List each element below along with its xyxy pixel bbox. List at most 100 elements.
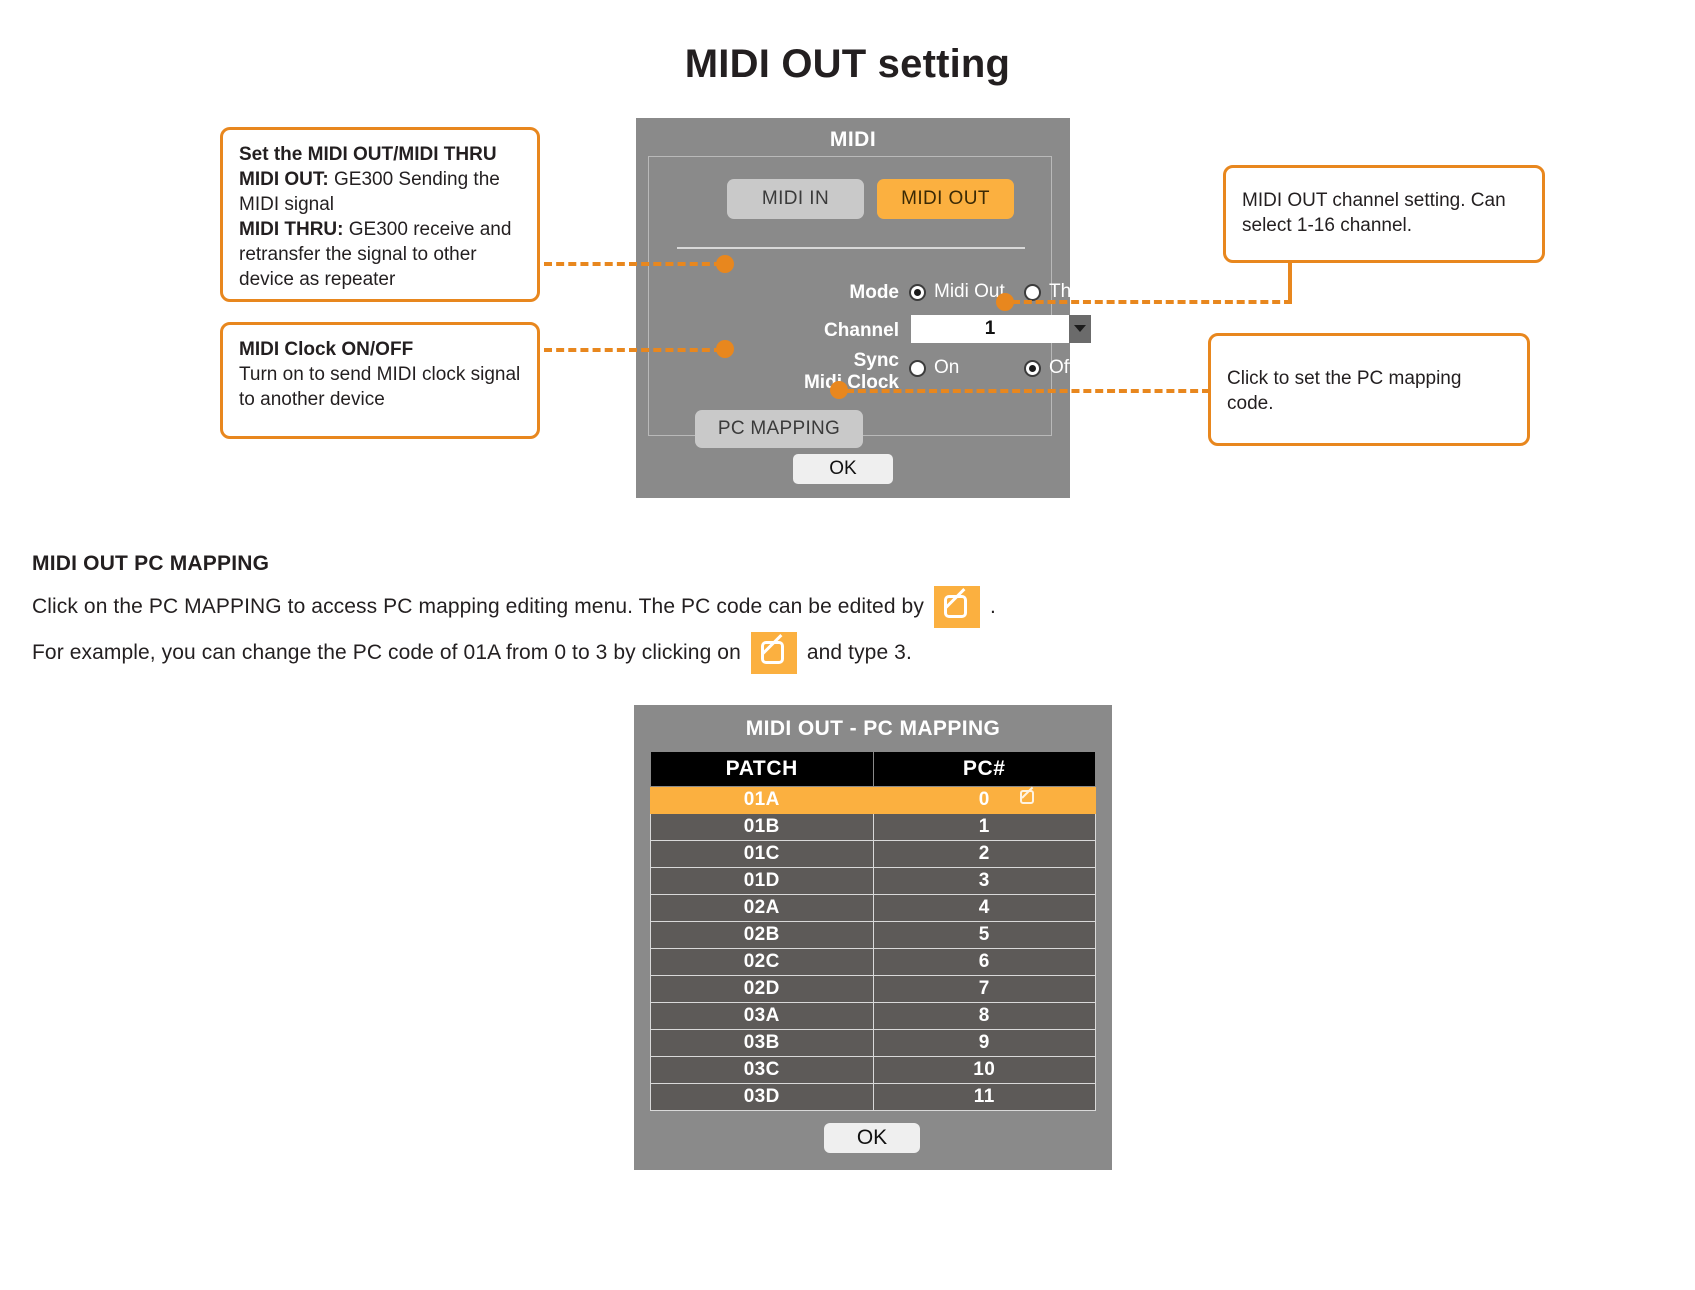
section-line-1-after: . (989, 595, 996, 618)
radio-sync-off[interactable]: Off (1024, 357, 1074, 379)
midi-dialog-ok-button[interactable]: OK (793, 454, 893, 484)
cell-patch: 01A (650, 786, 874, 814)
radio-dot-off-icon (1024, 359, 1041, 377)
cell-patch: 02D (650, 975, 874, 1003)
radio-dot-on-icon (909, 359, 926, 377)
connector-line-midi-clock (544, 348, 722, 352)
mode-label: Mode (849, 282, 899, 303)
cell-pc: 8 (872, 1002, 1096, 1030)
section-heading: MIDI OUT PC MAPPING (32, 552, 270, 575)
tab-midi-out[interactable]: MIDI OUT (877, 179, 1014, 219)
callout-mode-line1-bold: MIDI OUT: (239, 169, 329, 190)
section-line-2-after: and type 3. (806, 641, 912, 664)
channel-label: Channel (824, 320, 899, 341)
channel-value-field[interactable]: 1 (911, 315, 1069, 343)
radio-dot-midi-out-icon (909, 283, 926, 301)
midi-dialog-inner-panel: MIDI IN MIDI OUT Mode Midi Out Thru Chan… (648, 156, 1091, 448)
cell-patch: 03B (650, 1029, 874, 1057)
cell-pc: 4 (872, 894, 1096, 922)
cell-pc: 0 (872, 786, 1096, 814)
connector-dot-pc-mapping (830, 381, 848, 399)
sync-midi-clock-label: Sync Midi Clock (779, 350, 899, 394)
sync-label-line2: Midi Clock (803, 372, 899, 393)
connector-dot-mode (716, 255, 734, 273)
cell-pc: 2 (872, 840, 1096, 868)
callout-midi-clock: MIDI Clock ON/OFF Turn on to send MIDI c… (220, 322, 540, 439)
callout-mode-heading: Set the MIDI OUT/MIDI THRU (239, 144, 497, 165)
edit-pencil-icon (933, 586, 980, 628)
section-line-1-before: Click on the PC MAPPING to access PC map… (32, 595, 924, 618)
table-header-row: PATCH PC# (650, 751, 1096, 787)
connector-dot-channel (996, 293, 1014, 311)
cell-pc: 11 (872, 1083, 1096, 1111)
midi-tab-row: MIDI IN MIDI OUT (649, 179, 1053, 219)
radio-dot-thru-icon (1024, 283, 1041, 301)
radio-sync-on[interactable]: On (909, 357, 959, 379)
connector-stub-channel (1288, 262, 1292, 304)
channel-dropdown-arrow-icon[interactable] (1069, 315, 1091, 343)
cell-pc: 6 (872, 948, 1096, 976)
panel-divider (677, 247, 1025, 249)
callout-midi-clock-heading: MIDI Clock ON/OFF (239, 339, 414, 360)
connector-dot-midi-clock (716, 340, 734, 358)
section-line-2: For example, you can change the PC code … (32, 632, 912, 674)
cell-pc: 5 (872, 921, 1096, 949)
cell-patch: 03C (650, 1056, 874, 1084)
column-header-pc: PC# (872, 751, 1096, 787)
callout-mode-line1-text: GE300 Sending the MIDI signal (239, 169, 500, 215)
section-line-2-before: For example, you can change the PC code … (32, 641, 741, 664)
cell-patch: 02C (650, 948, 874, 976)
cell-pc: 3 (872, 867, 1096, 895)
callout-mode-line2-text: GE300 receive and retransfer the signal … (239, 219, 512, 290)
cell-patch: 01D (650, 867, 874, 895)
callout-midi-clock-body: Turn on to send MIDI clock signal to ano… (239, 364, 521, 410)
cell-patch: 01C (650, 840, 874, 868)
sync-label-line1: Sync (853, 350, 899, 371)
pc-mapping-dialog-title: MIDI OUT - PC MAPPING (745, 717, 1001, 740)
midi-dialog-title: MIDI (829, 128, 877, 151)
tab-midi-in[interactable]: MIDI IN (727, 179, 864, 219)
callout-channel: MIDI OUT channel setting. Can select 1-1… (1223, 165, 1545, 263)
callout-channel-body: MIDI OUT channel setting. Can select 1-1… (1242, 190, 1506, 236)
section-line-1: Click on the PC MAPPING to access PC map… (32, 586, 996, 628)
cell-patch: 03D (650, 1083, 874, 1111)
pc-mapping-button[interactable]: PC MAPPING (695, 410, 863, 448)
radio-mode-thru-label: Thru (1049, 281, 1089, 302)
radio-mode-thru[interactable]: Thru (1024, 281, 1088, 303)
connector-line-mode (544, 262, 722, 266)
pc-mapping-ok-button[interactable]: OK (824, 1123, 920, 1153)
callout-mode-line2-bold: MIDI THRU: (239, 219, 344, 240)
row-edit-pencil-icon[interactable] (1020, 789, 1037, 806)
cell-pc: 9 (872, 1029, 1096, 1057)
cell-patch: 02A (650, 894, 874, 922)
radio-sync-on-label: On (934, 357, 960, 378)
connector-line-channel (1012, 300, 1292, 304)
page-title: MIDI OUT setting (684, 42, 1011, 86)
cell-pc: 10 (872, 1056, 1096, 1084)
radio-mode-midi-out[interactable]: Midi Out (909, 281, 1005, 303)
radio-sync-off-label: Off (1049, 357, 1074, 378)
column-header-patch: PATCH (650, 751, 874, 787)
cell-pc: 7 (872, 975, 1096, 1003)
callout-pc-mapping: Click to set the PC mapping code. (1208, 333, 1530, 446)
connector-line-pc-mapping (846, 389, 1210, 393)
callout-mode: Set the MIDI OUT/MIDI THRU MIDI OUT: GE3… (220, 127, 540, 302)
edit-pencil-icon (750, 632, 797, 674)
cell-patch: 03A (650, 1002, 874, 1030)
